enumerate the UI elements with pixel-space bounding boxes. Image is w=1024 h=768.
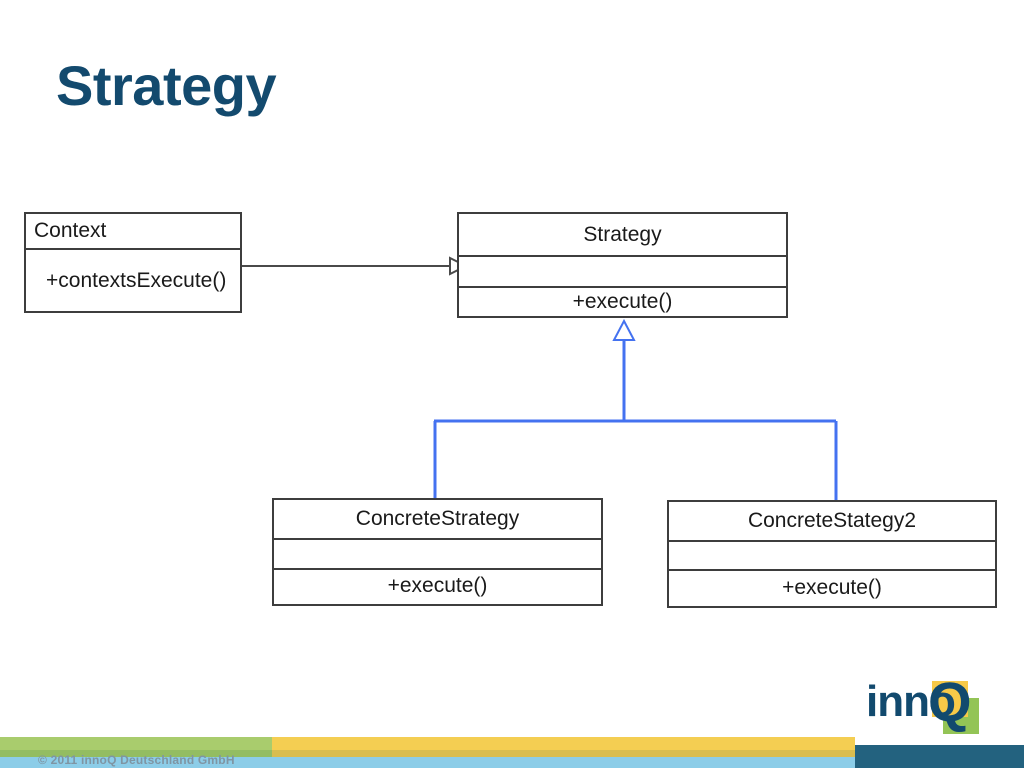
generalization-arrowhead-icon bbox=[612, 318, 636, 341]
class-name-concrete-strategy-2: ConcreteStategy2 bbox=[747, 509, 917, 532]
uml-class-concrete-strategy[interactable]: ConcreteStrategy +execute() bbox=[272, 498, 603, 606]
footer-bar-green-shade bbox=[0, 750, 272, 757]
uml-class-diagram: Context +contextsExecute() Strategy +exe… bbox=[24, 212, 997, 608]
connector-generalization-tree bbox=[433, 318, 838, 500]
class-operations-concrete-strategy-2: +execute() bbox=[669, 569, 995, 604]
class-attributes-concrete-strategy-2 bbox=[669, 540, 995, 569]
page-title: Strategy bbox=[56, 54, 277, 117]
innoq-logo: inno Q bbox=[866, 670, 1012, 738]
copyright-text: © 2011 innoQ Deutschland GmbH bbox=[38, 753, 235, 767]
uml-class-strategy[interactable]: Strategy +execute() bbox=[457, 212, 788, 318]
class-operations-strategy: +execute() bbox=[459, 286, 786, 316]
footer-bar-dark-blue bbox=[855, 745, 1024, 768]
class-attributes-concrete-strategy bbox=[274, 538, 601, 568]
footer-bar-yellow-shade bbox=[272, 750, 855, 757]
class-name-context: Context bbox=[34, 219, 107, 242]
class-operations-concrete-strategy: +execute() bbox=[274, 568, 601, 602]
class-name-concrete-strategy: ConcreteStrategy bbox=[355, 507, 520, 530]
footer-bar-yellow bbox=[272, 737, 855, 750]
connector-context-to-strategy bbox=[242, 256, 469, 276]
logo-yellow-square-icon bbox=[932, 681, 968, 717]
logo-text-inno: inno bbox=[866, 677, 956, 726]
uml-class-concrete-strategy-2[interactable]: ConcreteStategy2 +execute() bbox=[667, 500, 997, 608]
uml-class-context[interactable]: Context +contextsExecute() bbox=[24, 212, 242, 313]
class-operations-context: +contextsExecute() bbox=[26, 248, 240, 311]
class-attributes-strategy bbox=[459, 255, 786, 286]
footer-bar-green bbox=[0, 737, 272, 750]
footer-bar-light-blue bbox=[0, 757, 855, 768]
logo-text-q: Q bbox=[928, 670, 972, 733]
class-name-strategy: Strategy bbox=[583, 222, 662, 246]
